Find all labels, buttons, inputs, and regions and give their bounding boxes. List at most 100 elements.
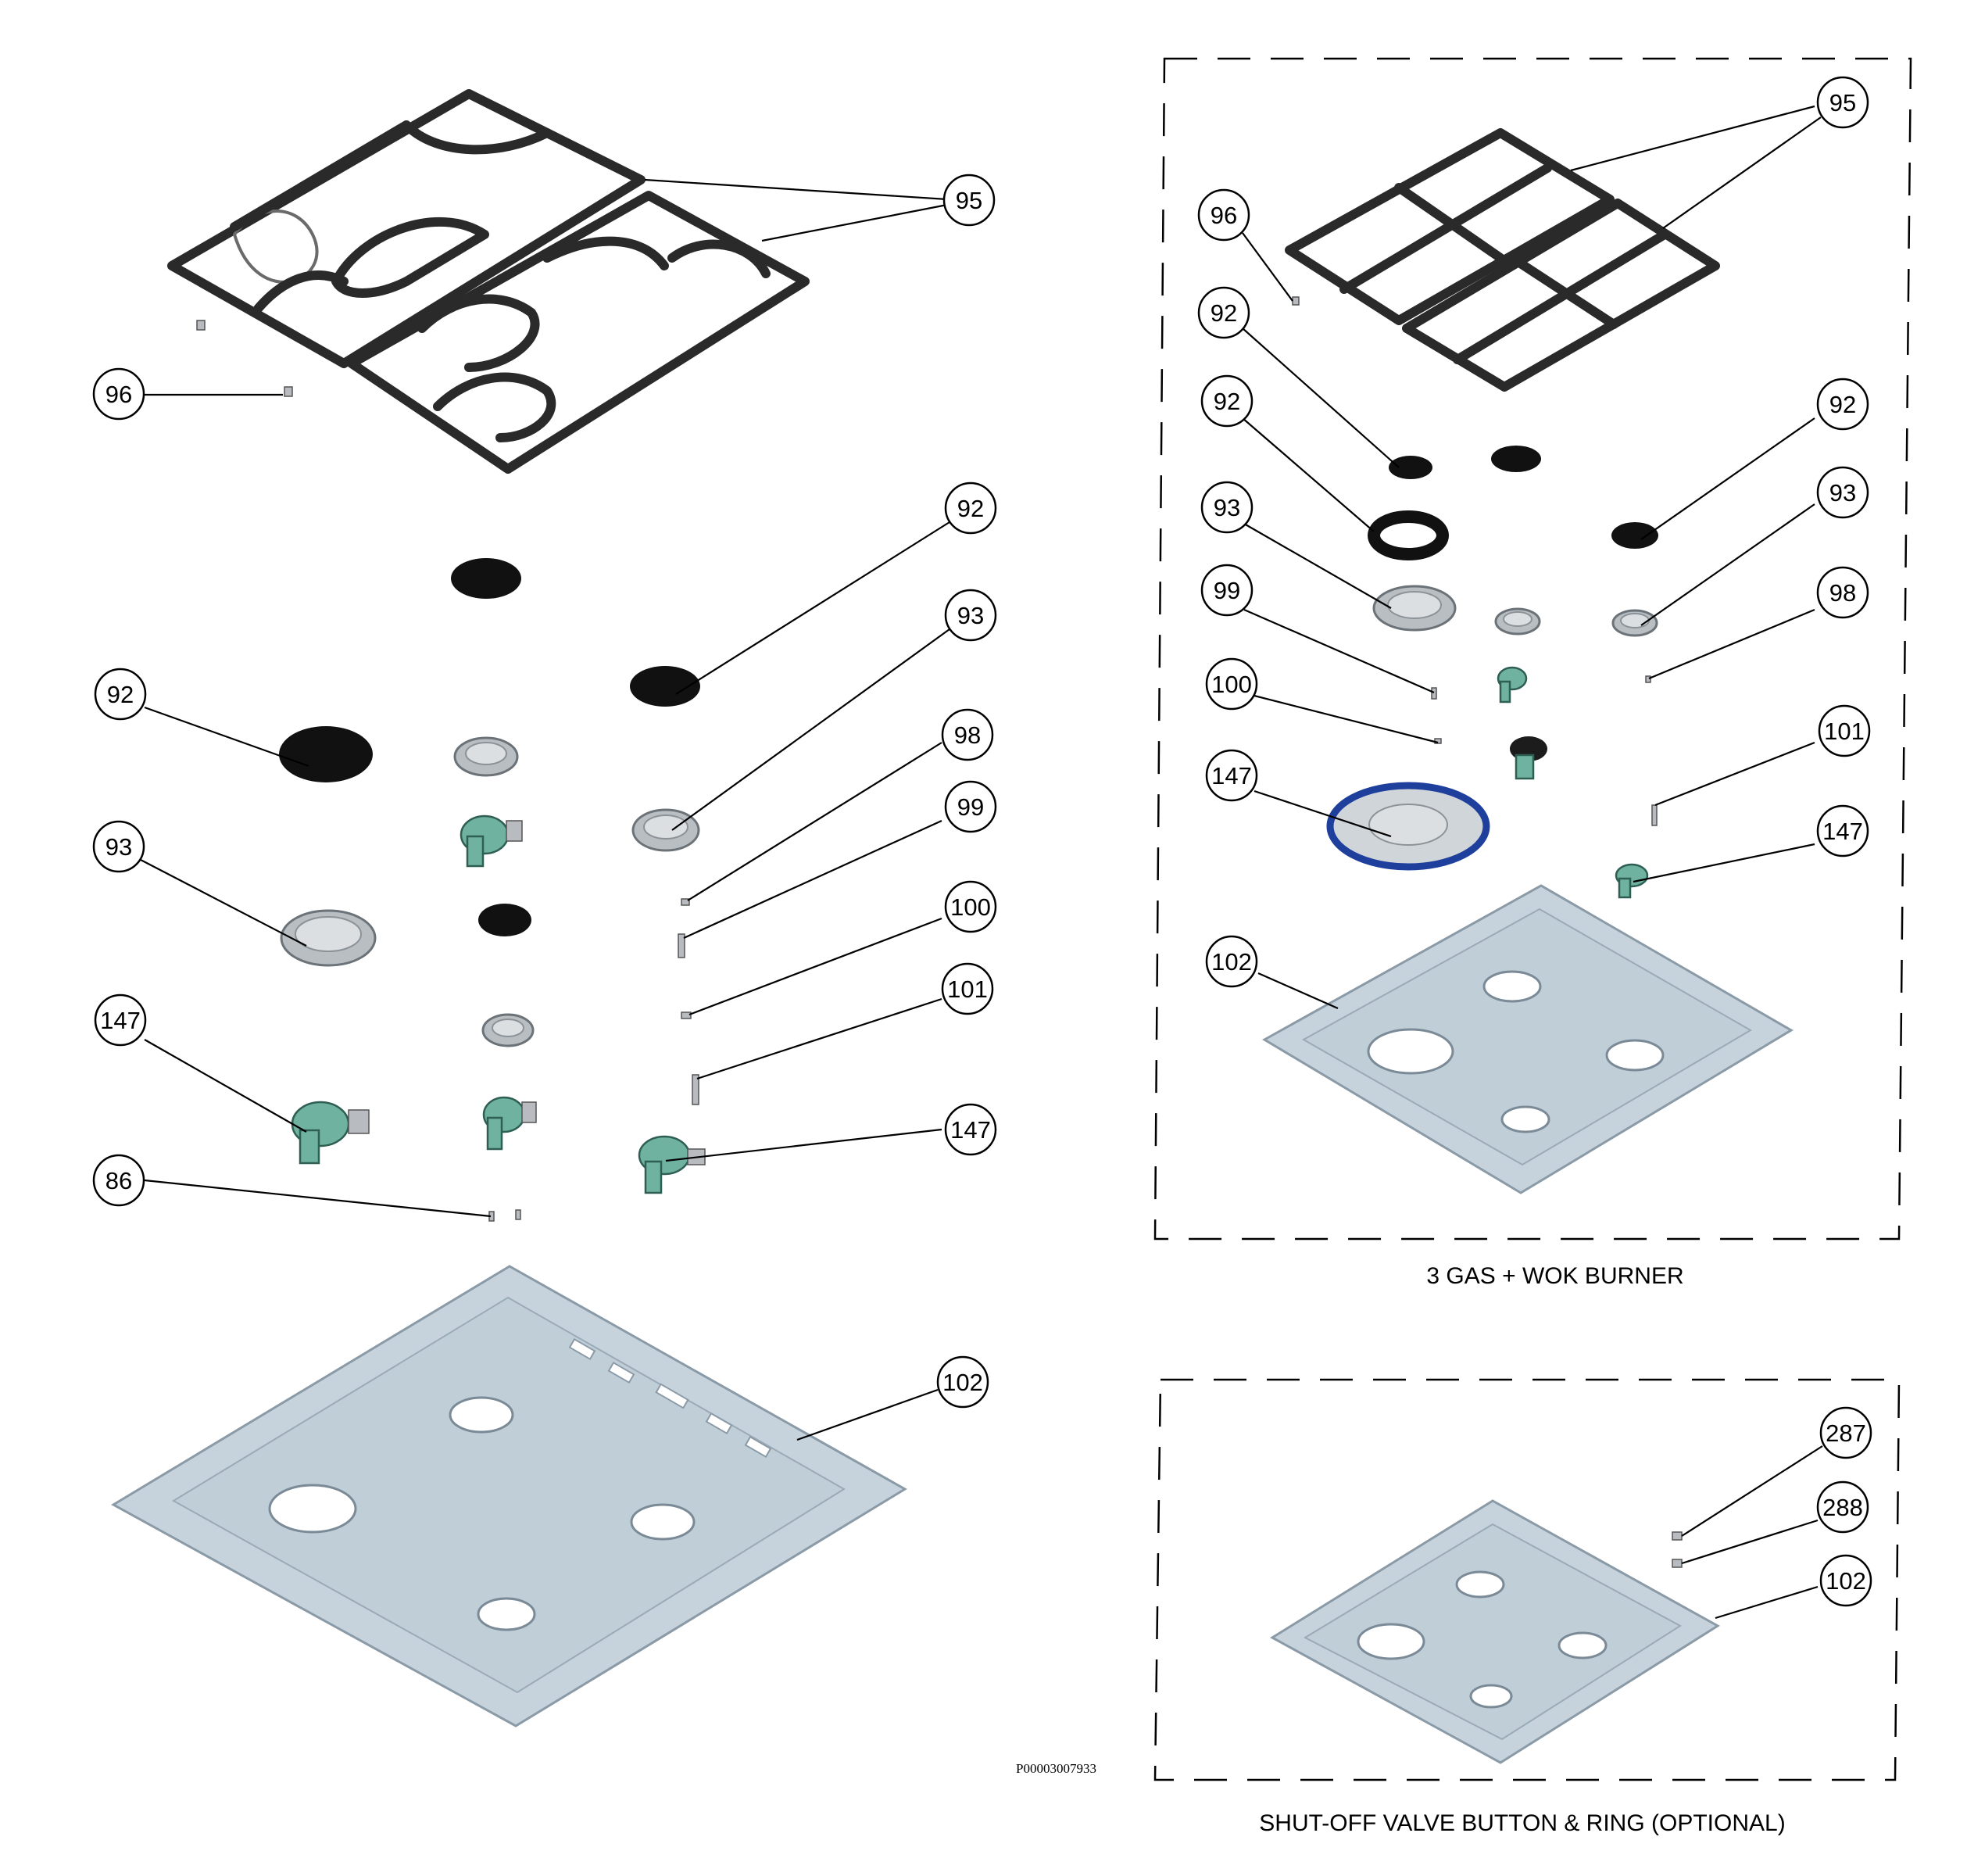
svg-text:102: 102 [1826,1567,1866,1595]
wok-cap-mid [1491,446,1541,472]
left-assembly: 95 96 92 93 92 98 99 93 100 101 147 147 … [92,89,1096,1776]
callout-right-93-b: 93 [1816,466,1869,519]
wok-cap-right [1611,522,1658,549]
svg-text:93: 93 [1214,494,1240,521]
callout-right-98: 98 [1816,566,1869,619]
svg-text:147: 147 [950,1116,991,1144]
left-part-98 [681,898,690,906]
left-part-99 [678,933,685,958]
callout-left-93-a: 93 [944,589,997,642]
wok-grate-right [1402,199,1720,392]
wok-valve-right [1615,863,1649,899]
svg-text:102: 102 [1211,948,1252,976]
left-valve-right [638,1135,706,1194]
drawing-code: P00003007933 [1016,1761,1096,1776]
wok-valve-dark [1510,736,1547,780]
wok-ring-cap [1368,510,1449,560]
left-cooktop-tray [110,1265,907,1727]
left-grate-back [167,89,646,368]
callout-left-92-b: 92 [94,668,147,721]
callout-left-95: 95 [942,174,996,227]
wok-burner-mid [1494,607,1541,635]
callout-left-102: 102 [936,1355,989,1409]
callout-left-99: 99 [944,780,997,833]
svg-text:93: 93 [957,602,984,629]
callout-right-147-b: 147 [1816,804,1869,857]
svg-text:100: 100 [1211,671,1252,698]
left-cap-rear-right [630,666,700,707]
wok-distributor-ring [1326,782,1490,871]
callout-left-86: 86 [92,1154,145,1207]
wok-grate-foot-96 [1292,296,1300,306]
wok-burner-right [1611,609,1658,637]
wok-burner-large [1372,585,1457,632]
left-valve-mid [482,1096,537,1151]
caption-optional-panel: SHUT-OFF VALVE BUTTON & RING (OPTIONAL) [1259,1810,1785,1836]
svg-text:92: 92 [1211,299,1237,327]
callout-opt-287: 287 [1819,1406,1872,1459]
callout-left-93-b: 93 [92,820,145,873]
svg-text:147: 147 [100,1007,141,1034]
callout-left-147-b: 147 [944,1103,997,1156]
svg-text:93: 93 [106,833,132,861]
wok-grate-left [1285,128,1615,325]
svg-text:86: 86 [106,1167,132,1194]
left-cap-rear-left [451,558,521,599]
svg-text:99: 99 [1214,577,1240,604]
svg-text:101: 101 [1824,718,1865,745]
callout-left-98: 98 [941,708,994,761]
callout-left-101: 101 [941,962,994,1015]
left-burner-rear-left [453,736,519,777]
svg-text:92: 92 [1829,391,1856,418]
callout-left-100: 100 [944,880,997,933]
callout-right-96: 96 [1197,188,1250,242]
wok-panel: 95 96 92 92 92 93 93 99 98 100 101 147 1… [1153,57,1912,1289]
optional-part-288 [1672,1559,1683,1568]
svg-text:96: 96 [1211,202,1237,229]
optional-leaders [1681,1445,1823,1620]
svg-text:100: 100 [950,893,991,921]
callout-right-92-b: 92 [1200,374,1254,428]
left-cap-large [279,726,373,782]
left-burner-small [481,1013,535,1047]
optional-cooktop-tray [1270,1499,1720,1764]
svg-text:93: 93 [1829,479,1856,507]
callout-right-147-a: 147 [1205,749,1258,802]
callout-right-100: 100 [1205,657,1258,711]
svg-text:96: 96 [106,381,132,408]
callout-right-93-a: 93 [1200,481,1254,534]
svg-text:99: 99 [957,793,984,821]
wok-cap-left [1389,456,1432,479]
callout-opt-102: 102 [1819,1554,1872,1607]
svg-text:147: 147 [1211,762,1252,789]
left-leaders [140,178,950,1441]
callout-right-95: 95 [1816,76,1869,129]
svg-text:101: 101 [947,976,988,1003]
callout-opt-288: 288 [1816,1480,1869,1534]
wok-part-98 [1645,675,1651,683]
optional-part-287 [1672,1531,1683,1541]
callout-left-96: 96 [92,367,145,421]
left-grate-front [347,191,810,474]
callout-left-92-a: 92 [944,482,997,535]
svg-text:92: 92 [107,681,134,708]
left-burner-large [280,909,377,967]
callout-right-101: 101 [1818,704,1871,757]
svg-text:98: 98 [954,721,981,749]
callout-right-92-c: 92 [1816,378,1869,431]
callout-left-147-a: 147 [94,993,147,1047]
wok-valve-mid [1497,666,1528,704]
left-part-101 [692,1074,699,1105]
svg-text:95: 95 [956,187,982,214]
wok-part-101 [1651,804,1658,826]
wok-part-99 [1431,687,1437,700]
caption-wok-panel: 3 GAS + WOK BURNER [1426,1263,1683,1289]
callout-right-92-a: 92 [1197,286,1250,339]
optional-panel: 287 288 102 SHUT-OFF VALVE BUTTON & RING… [1153,1378,1901,1836]
left-part-100 [681,1011,692,1019]
left-burner-right [631,808,700,852]
callout-right-99: 99 [1200,564,1254,617]
svg-text:288: 288 [1822,1494,1863,1521]
svg-text:92: 92 [957,495,984,522]
